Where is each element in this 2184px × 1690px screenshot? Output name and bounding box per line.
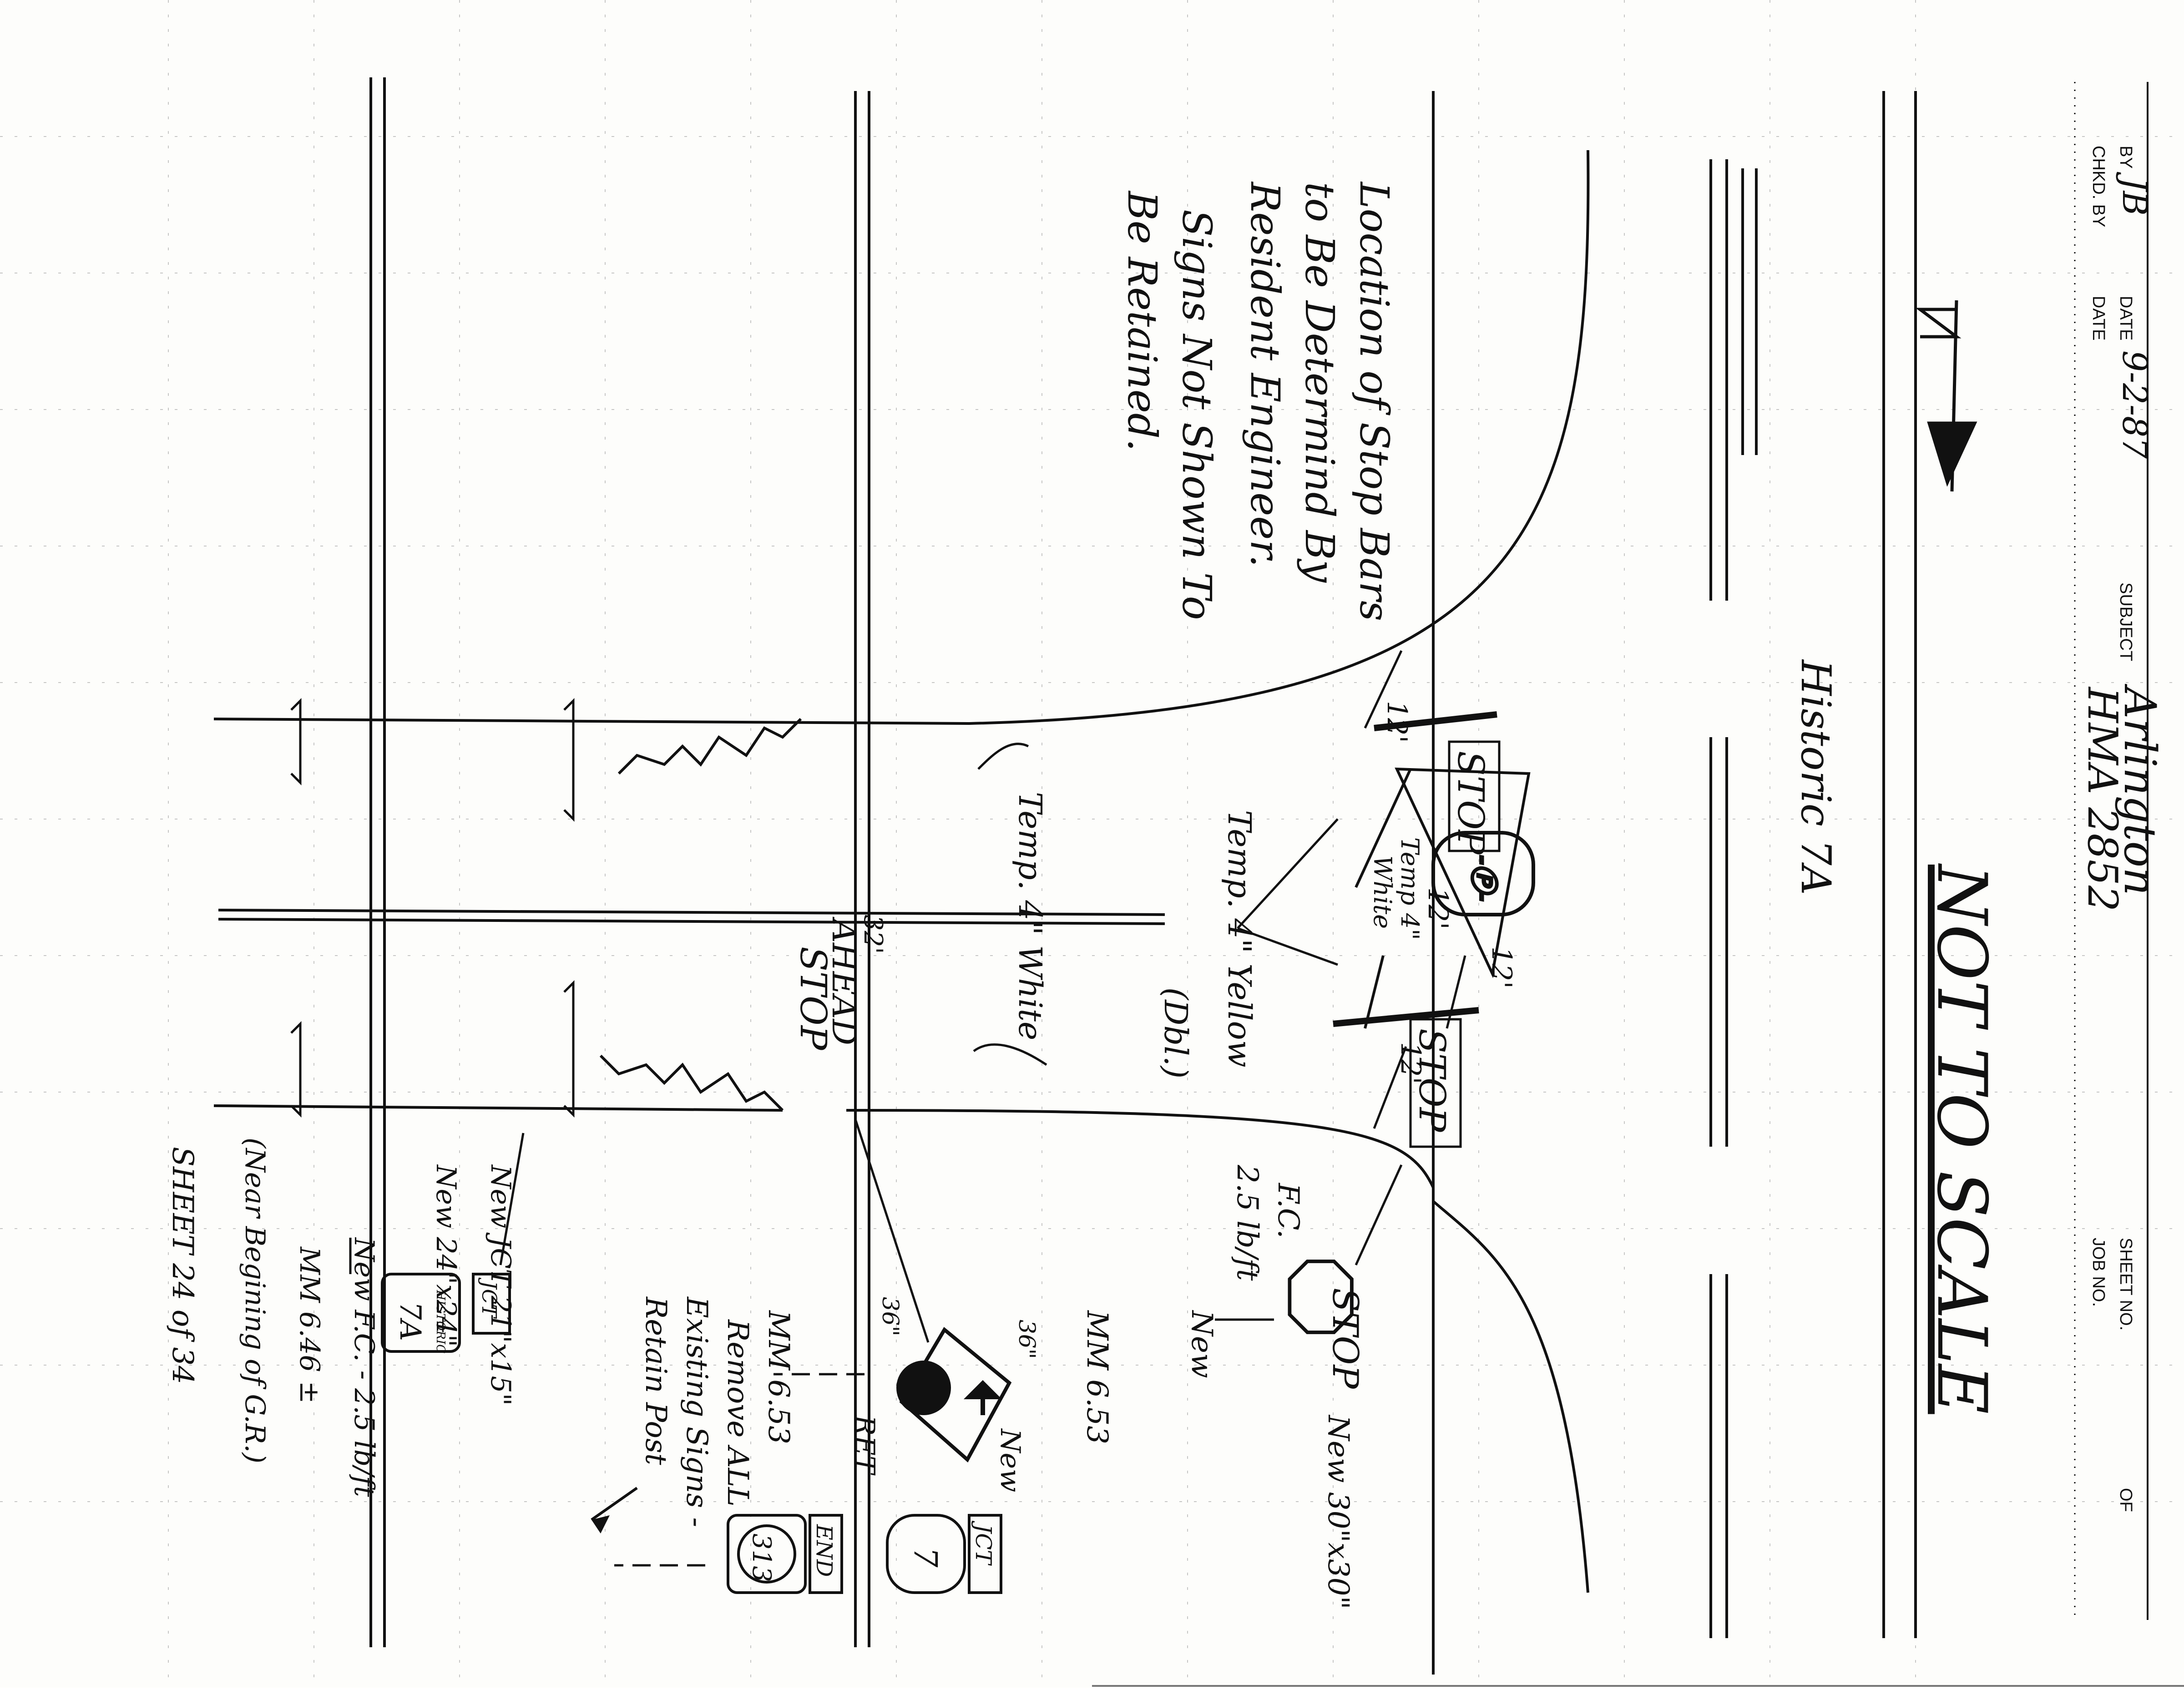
by-label: BY [2116, 146, 2135, 169]
sheet-count: SHEET 24 of 34 [166, 1147, 199, 1384]
temp-yellow-note: Temp. 4" Yellow [1221, 810, 1258, 1068]
jct-sign-top: JCT [971, 1520, 996, 1566]
fc-value-a: 2.5 lb/ft [1230, 1164, 1264, 1281]
size-36-a: 36" [1014, 1320, 1040, 1359]
route-7-shield: 7 [907, 1547, 944, 1568]
route-313-shield: 313 [747, 1533, 776, 1582]
jct-sign-new: JCT [477, 1277, 500, 1319]
dimension-32ft: 32' [858, 915, 888, 954]
date2-label: DATE [2089, 296, 2108, 341]
stop-sign-text: STOP [1325, 1288, 1365, 1389]
ret-label: RET [849, 1415, 880, 1476]
size-36-b: 36" [877, 1297, 904, 1336]
stop-bars-line-3: Resident Engineer. [1242, 181, 1289, 567]
subject-line-2: HMA 2852 [2078, 686, 2126, 911]
near-beginning-note: (Near Begining of G.R.) [239, 1138, 271, 1463]
island-and-stop-bars: -Ⓟ- [1333, 711, 1535, 1029]
date-value: 9-2-87 [2115, 350, 2154, 459]
stop-ahead-new: New [994, 1428, 1026, 1492]
remove-line-4: Retain Post [639, 1296, 672, 1465]
stop-sign-new-label: New [1185, 1310, 1218, 1378]
white-label: White [1368, 855, 1397, 929]
historic-7a-label: Historic 7A [1792, 659, 1840, 895]
remove-signs-note: MM 6.53 Remove ALL Existing Signs - Reta… [591, 1296, 795, 1533]
by-value: JB [2115, 172, 2154, 216]
dimension-arrows [973, 650, 1466, 1129]
stop-bar-note: Location of Stop Bars to Be Determind By… [1119, 181, 1398, 621]
roadway-lines [213, 77, 1917, 1675]
ahead-marking: AHEAD [825, 916, 863, 1045]
stop-ahead-warning-sign: MM 6.53 36" 36" New RET [774, 1119, 1114, 1492]
checked-by-label: CHKD. BY [2089, 146, 2108, 227]
sheet-no-label: SHEET NO. [2116, 1238, 2135, 1331]
dim-12-d: 12' [1395, 1042, 1426, 1084]
stop-marking-bottom: STOP [1411, 1028, 1453, 1133]
temp-line-notes: Temp. 4" Yellow (Dbl.) Temp. 4" White [1011, 792, 1258, 1078]
historic-small-text: HISTORIC [434, 1290, 447, 1353]
subject-line-1: Arlington [2114, 683, 2165, 896]
remove-line-3: Existing Signs - [680, 1296, 713, 1527]
temp-4-label: Temp 4" [1395, 837, 1424, 940]
remove-line-2: Remove ALL [721, 1319, 754, 1507]
new-jct-and-historic-signs: JCT HISTORIC 7A New JCT 21"x15" New 24"x… [166, 1133, 525, 1498]
retained-line-1: Signs Not Shown To [1173, 209, 1220, 620]
stop-sign-size: New 30"x30" [1321, 1414, 1355, 1609]
title-block: BY JB DATE 9-2-87 SUBJECT Arlington HMA … [2074, 82, 2165, 1620]
end-sign: END [811, 1524, 837, 1577]
job-no-label: JOB NO. [2089, 1238, 2108, 1307]
dbl-note: (Dbl.) [1157, 987, 1194, 1078]
route-sign-assembly: JCT 7 END 313 [614, 1514, 1002, 1594]
not-to-scale-note: NOT TO SCALE [1922, 863, 2001, 1414]
stop-bars-line-2: to Be Determind By [1296, 182, 1343, 583]
hist-size-note: New 24"x24" [430, 1164, 462, 1347]
stop-marking-side-road: STOP [792, 946, 834, 1051]
fc-new-note: New F.C. - 2.5 lb/ft [348, 1237, 380, 1498]
north-arrow [1915, 300, 1977, 492]
mm-653-top: MM 6.53 [1080, 1310, 1114, 1444]
remove-line-1: MM 6.53 [762, 1310, 795, 1444]
dim-12-b: 12' [1422, 887, 1454, 930]
svg-text:-Ⓟ-: -Ⓟ- [1467, 855, 1499, 901]
new-stop-sign: STOP New New 30"x30" F.C. 2.5 lb/ft [1185, 1164, 1403, 1609]
bracket-marks [290, 698, 575, 1118]
jct-size-note: New JCT 21"x15" [485, 1164, 516, 1406]
date-label: DATE [2116, 296, 2135, 341]
stop-bars-line-1: Location of Stop Bars [1351, 181, 1398, 621]
temp-white-note: Temp. 4" White [1011, 792, 1049, 1040]
route-name: Historic 7A [1792, 659, 1840, 895]
hist-7a-shield: 7A [393, 1301, 427, 1341]
mm-646-note: MM 6.46 ± [293, 1246, 325, 1404]
dim-12-a: 12' [1381, 701, 1413, 743]
stop-pavement-markings: STOP STOP STOP AHEAD 32' [792, 740, 1501, 1148]
retained-line-2: Be Retained. [1119, 190, 1166, 451]
stop-marking-top: STOP [1450, 751, 1492, 855]
of-label: OF [2116, 1488, 2135, 1512]
subject-label: SUBJECT [2116, 582, 2135, 661]
fc-label-a: F.C. [1271, 1183, 1305, 1239]
dim-12-c: 12' [1486, 946, 1517, 989]
dimension-labels: 12' 12' 12' 12' Temp 4" White [1368, 701, 1517, 1084]
